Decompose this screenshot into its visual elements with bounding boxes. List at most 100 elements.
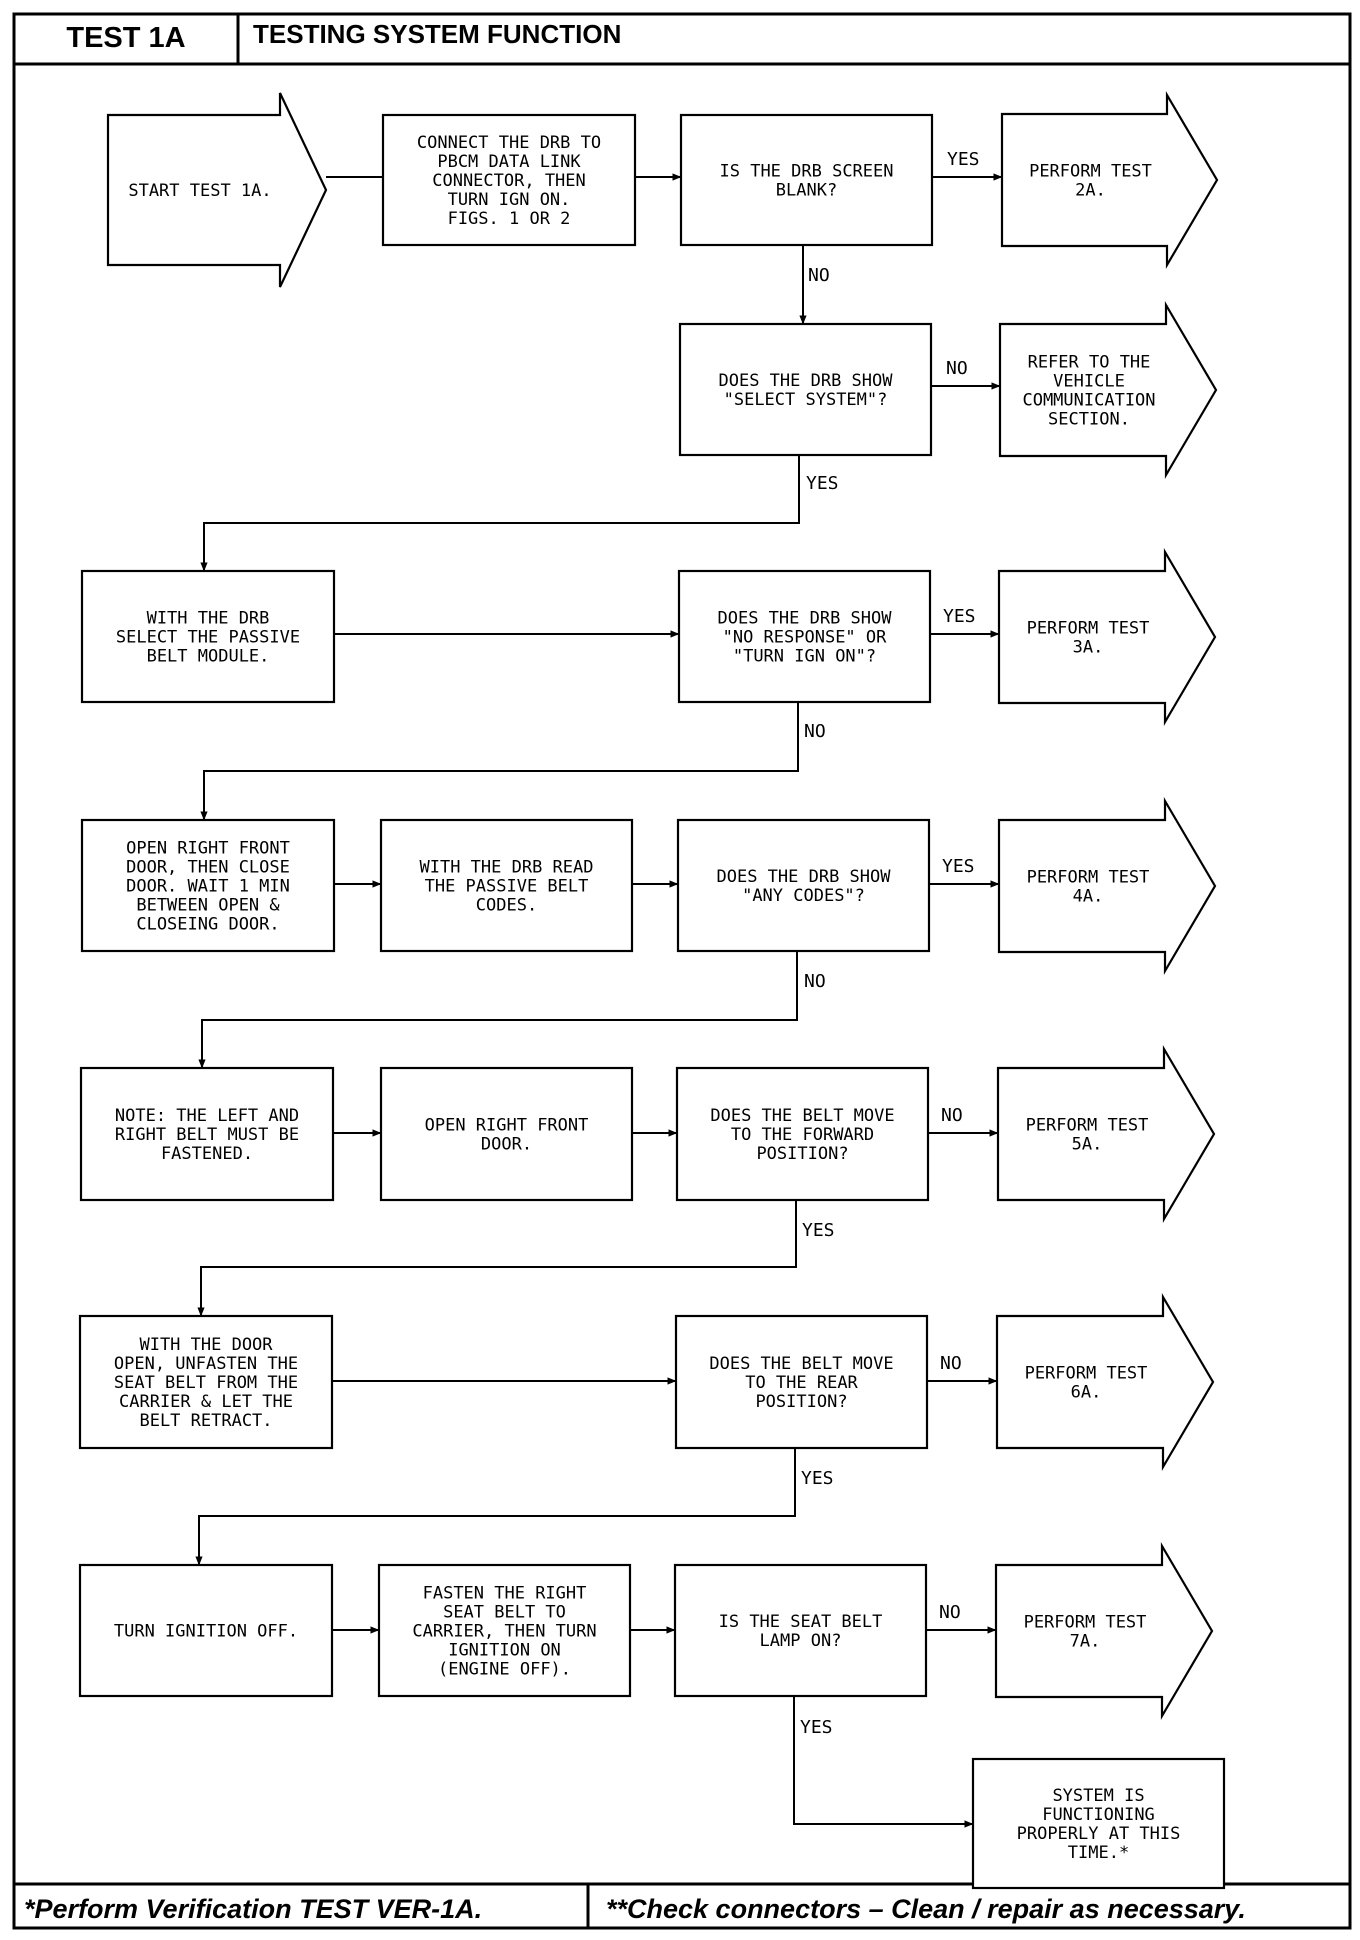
node-q_codes-line: DOES THE DRB SHOW [717, 867, 892, 887]
node-start: START TEST 1A. [106, 92, 328, 288]
node-q_lamp-line: IS THE SEAT BELT [719, 1612, 883, 1632]
edge-label-q_noresp-no: NO [804, 721, 826, 742]
edge-label-q_rear-yes: YES [801, 1468, 834, 1489]
node-open_rf-shape [379, 1066, 634, 1202]
node-q_rear-line: TO THE REAR [745, 1373, 858, 1393]
edge-q_rear-to-ign_off [195, 1448, 796, 1566]
node-t7a-line: PERFORM TEST [1024, 1613, 1147, 1633]
node-t7a-line: 7A. [1070, 1632, 1101, 1652]
edge-q_codes-to-note [198, 951, 798, 1069]
node-q_rear-line: POSITION? [755, 1392, 847, 1412]
node-fasten-line: (ENGINE OFF). [438, 1660, 571, 1680]
node-t6a-line: 6A. [1071, 1383, 1102, 1403]
node-q_forward-line: POSITION? [756, 1144, 848, 1164]
node-t6a-shape [995, 1292, 1215, 1472]
node-ign_off: TURN IGNITION OFF. [78, 1563, 334, 1698]
node-t4a-line: 4A. [1073, 887, 1104, 907]
node-q_noresp-line: DOES THE DRB SHOW [718, 609, 893, 629]
node-start-shape [106, 92, 328, 288]
node-ok-shape [971, 1757, 1226, 1890]
node-t7a-shape [994, 1541, 1214, 1721]
node-refer-line: VEHICLE [1053, 372, 1125, 392]
node-q_select: DOES THE DRB SHOW"SELECT SYSTEM"? [678, 322, 933, 457]
node-select_module-shape [80, 569, 336, 704]
edge-label-q_forward-no: NO [941, 1105, 963, 1126]
node-ign_off-shape [78, 1563, 334, 1698]
node-q_rear-line: DOES THE BELT MOVE [709, 1354, 893, 1374]
node-open_door-line: BETWEEN OPEN & [136, 896, 280, 916]
edge-label-q_select-yes: YES [806, 473, 839, 494]
node-q_blank-line: IS THE DRB SCREEN [720, 162, 894, 182]
edge-q_select-to-select_module [200, 455, 800, 572]
node-connect-line: CONNECTOR, THEN [432, 171, 586, 191]
node-connect-line: TURN IGN ON. [448, 190, 571, 210]
edge-label-q_noresp-yes: YES [943, 606, 976, 627]
edge-label-q_forward-yes: YES [802, 1220, 835, 1241]
node-q_select-line: DOES THE DRB SHOW [719, 371, 894, 391]
node-ok-line: FUNCTIONING [1042, 1805, 1155, 1825]
node-read_codes-line: WITH THE DRB READ [420, 858, 594, 878]
node-select_module-line: BELT MODULE. [147, 647, 270, 667]
node-open_door-line: OPEN RIGHT FRONT [126, 839, 290, 859]
node-ok-line: TIME.* [1068, 1843, 1129, 1863]
node-unfasten-shape [78, 1314, 334, 1450]
page-title: TESTING SYSTEM FUNCTION [253, 19, 621, 49]
node-t3a-line: PERFORM TEST [1027, 619, 1150, 639]
edge-label-q_lamp-yes: YES [800, 1717, 833, 1738]
node-t3a-line: 3A. [1073, 638, 1104, 658]
node-refer-line: SECTION. [1048, 410, 1130, 430]
edge-label-q_codes-yes: YES [942, 856, 975, 877]
node-t4a-shape [997, 796, 1217, 976]
node-note-line: NOTE: THE LEFT AND [115, 1106, 299, 1126]
node-q_lamp-shape [673, 1563, 928, 1698]
edge-label-q_blank-yes: YES [947, 149, 980, 170]
node-t3a-shape [997, 547, 1217, 727]
edge-label-q_codes-no: NO [804, 971, 826, 992]
node-unfasten-line: BELT RETRACT. [139, 1411, 272, 1431]
node-unfasten-line: SEAT BELT FROM THE [114, 1373, 298, 1393]
node-t5a-shape [996, 1044, 1216, 1224]
node-fasten-line: CARRIER, THEN TURN [412, 1622, 596, 1642]
node-q_forward-line: TO THE FORWARD [731, 1125, 874, 1145]
node-q_blank-shape [679, 113, 934, 247]
node-ign_off-line: TURN IGNITION OFF. [114, 1622, 298, 1642]
node-unfasten-line: CARRIER & LET THE [119, 1392, 293, 1412]
node-q_codes: DOES THE DRB SHOW"ANY CODES"? [676, 818, 931, 953]
edge-label-q_blank-no: NO [808, 265, 830, 286]
node-q_noresp-line: "NO RESPONSE" OR [723, 628, 888, 648]
page-border [12, 12, 1352, 1930]
node-t5a-line: PERFORM TEST [1026, 1116, 1149, 1136]
node-q_select-line: "SELECT SYSTEM"? [724, 390, 888, 410]
node-open_rf-line: OPEN RIGHT FRONT [425, 1116, 589, 1136]
node-connect-line: CONNECT THE DRB TO [417, 133, 601, 153]
node-ok-line: SYSTEM IS [1052, 1786, 1144, 1806]
node-q_noresp-line: "TURN IGN ON"? [733, 647, 876, 667]
node-read_codes-line: THE PASSIVE BELT [425, 877, 589, 897]
node-q_noresp: DOES THE DRB SHOW"NO RESPONSE" OR"TURN I… [677, 569, 932, 704]
node-note-shape [79, 1066, 335, 1202]
node-refer-line: COMMUNICATION [1022, 391, 1155, 411]
node-t2a-line: PERFORM TEST [1029, 162, 1152, 182]
node-ok-line: PROPERLY AT THIS [1017, 1824, 1181, 1844]
edge-q_forward-to-unfasten [197, 1200, 797, 1317]
node-connect-line: FIGS. 1 OR 2 [448, 209, 571, 229]
node-t5a-line: 5A. [1072, 1135, 1103, 1155]
node-select_module-line: WITH THE DRB [147, 609, 270, 629]
footer-connector-note: **Check connectors – Clean / repair as n… [606, 1894, 1246, 1924]
